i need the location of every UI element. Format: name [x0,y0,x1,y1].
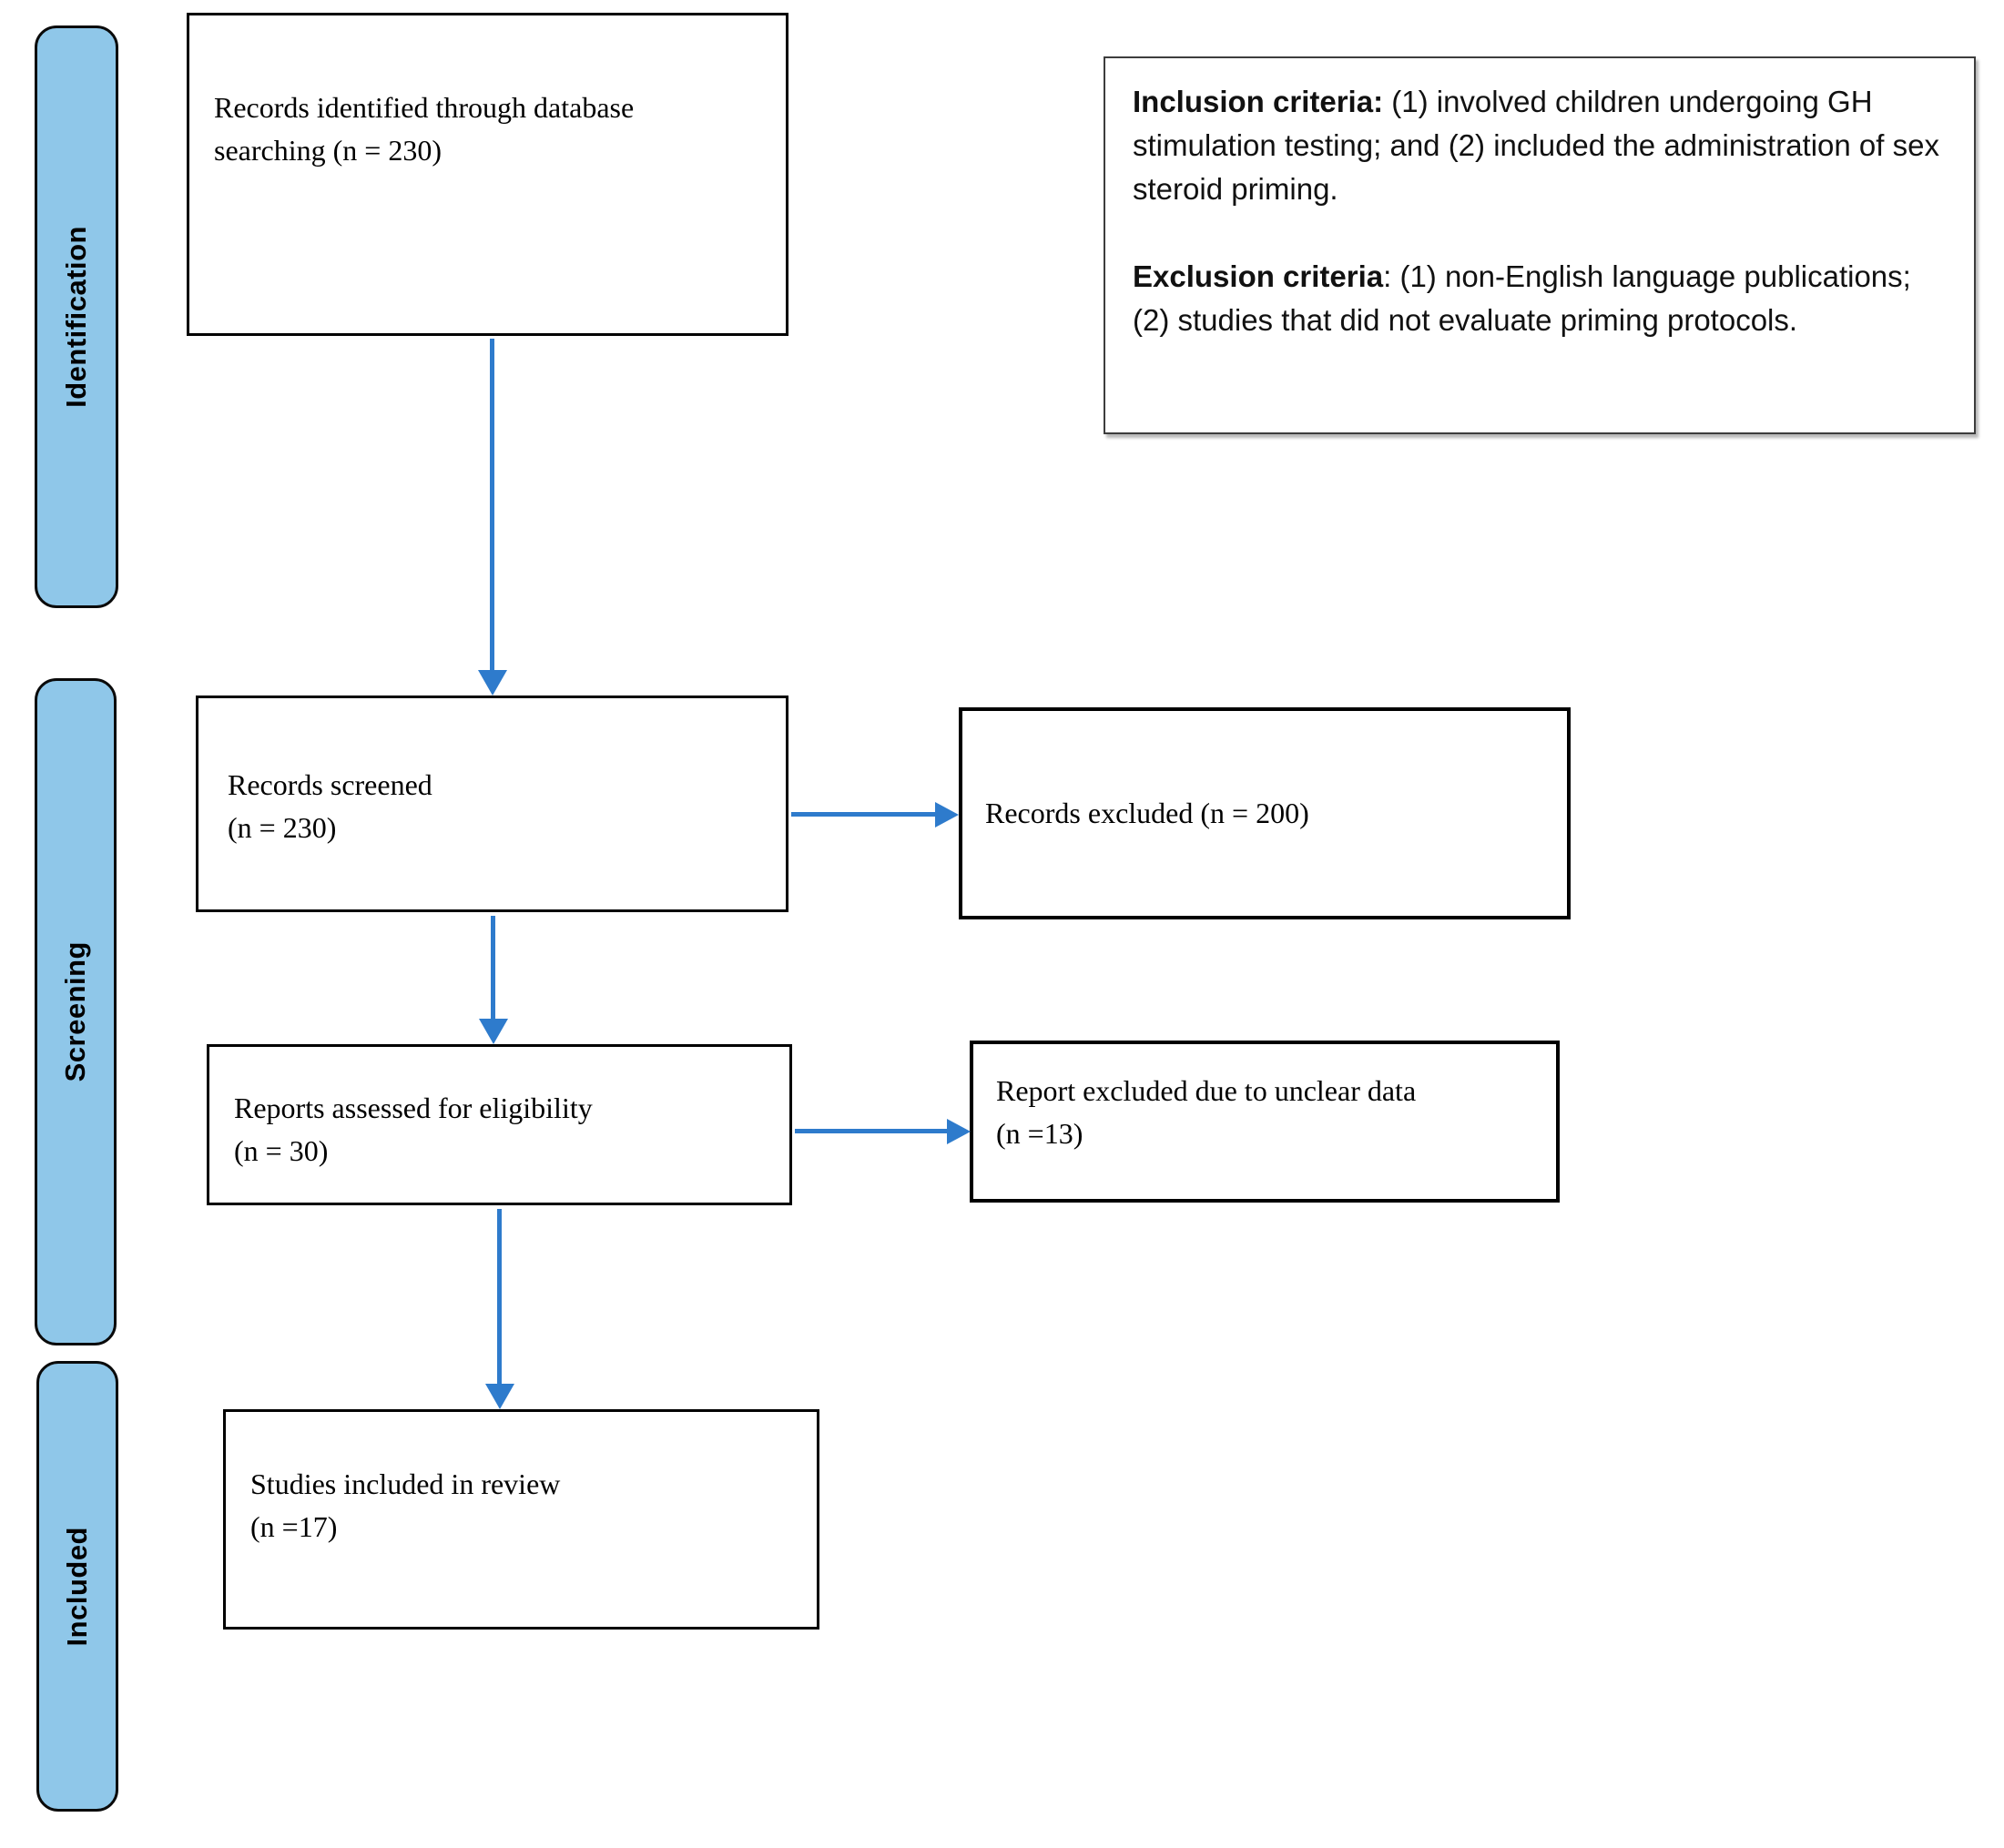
arrow-screened-to-excluded-head [935,802,959,828]
exclusion-criteria-text: : (1) non-English language publications;… [1133,259,1911,337]
inclusion-criteria-paragraph: Inclusion criteria: (1) involved childre… [1133,80,1950,211]
stage-identification-label: Identification [60,226,92,408]
stage-screening: Screening [35,678,117,1345]
inclusion-criteria-text: (1) involved children undergoing GH stim… [1133,85,1939,206]
flow-box-records-identified: Records identified through database sear… [187,13,788,336]
arrow-identified-to-screened-line [490,339,494,670]
stage-included-label: Included [61,1526,93,1647]
arrow-screened-to-eligibility-head [479,1019,508,1044]
arrow-eligibility-to-included-line [497,1209,502,1384]
stage-identification: Identification [35,25,118,608]
stage-included: Included [36,1361,118,1812]
criteria-box: Inclusion criteria: (1) involved childre… [1104,56,1976,434]
arrow-identified-to-screened-head [478,670,507,696]
flow-box-reports-assessed: Reports assessed for eligibility (n = 30… [207,1044,792,1205]
flow-box-records-screened: Records screened (n = 230) [196,696,788,912]
flow-box-studies-included: Studies included in review (n =17) [223,1409,819,1630]
flow-box-report-excluded: Report excluded due to unclear data (n =… [970,1041,1560,1203]
flow-box-records-excluded: Records excluded (n = 200) [959,707,1571,919]
exclusion-criteria-label: Exclusion criteria [1133,259,1384,293]
stage-screening-label: Screening [59,941,91,1082]
arrow-screened-to-excluded-line [791,812,935,817]
arrow-eligibility-to-included-head [485,1384,514,1409]
inclusion-criteria-label: Inclusion criteria: [1133,85,1384,118]
arrow-eligibility-to-report-excluded-line [795,1129,947,1133]
exclusion-criteria-paragraph: Exclusion criteria: (1) non-English lang… [1133,255,1950,342]
arrow-eligibility-to-report-excluded-head [947,1119,971,1144]
arrow-screened-to-eligibility-line [491,916,495,1019]
